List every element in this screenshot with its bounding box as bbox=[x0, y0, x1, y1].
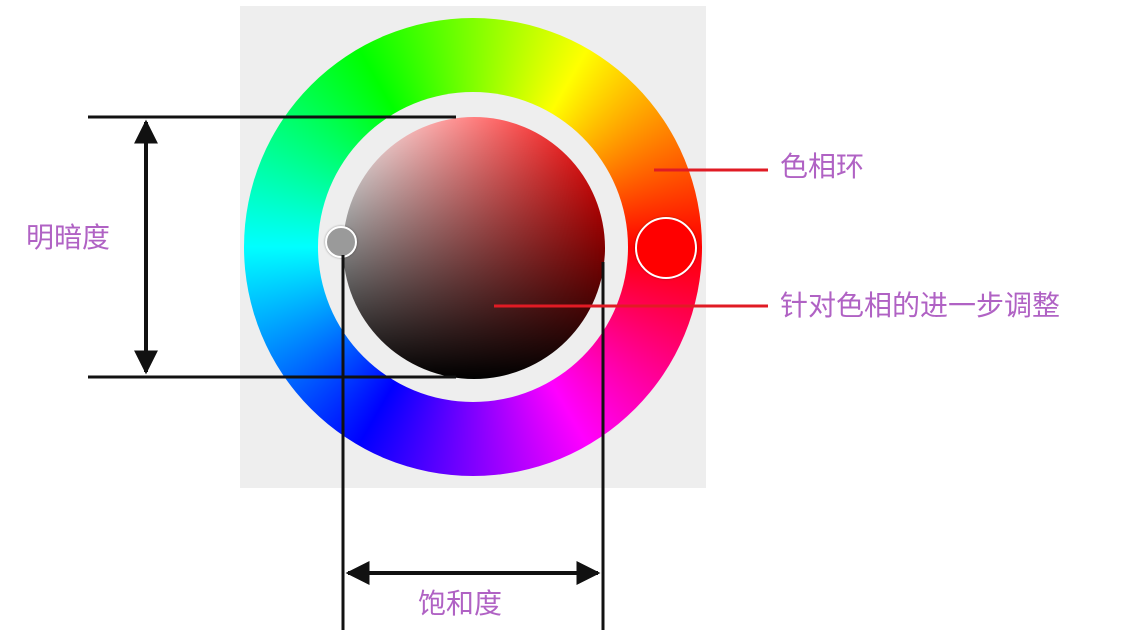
saturation-brightness-disc[interactable] bbox=[343, 117, 605, 379]
hue-ring-label: 色相环 bbox=[780, 150, 865, 183]
hue-selector-knob[interactable] bbox=[635, 217, 697, 279]
brightness-label: 明暗度 bbox=[26, 221, 111, 254]
saturation-brightness-knob[interactable] bbox=[325, 226, 357, 258]
saturation-label: 饱和度 bbox=[418, 587, 503, 620]
hue-adjust-label: 针对色相的进一步调整 bbox=[780, 289, 1061, 322]
